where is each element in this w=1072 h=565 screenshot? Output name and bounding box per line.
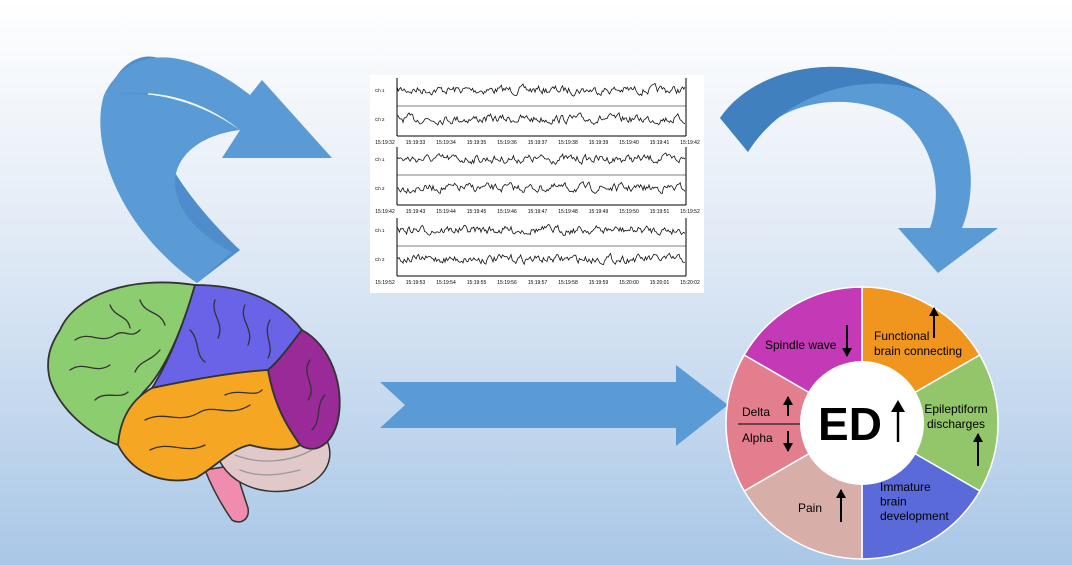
eeg-time-label: 15:19:32 bbox=[375, 140, 395, 146]
eeg-channel-label: Ch 2 bbox=[375, 257, 385, 262]
delta-arrow-up-icon bbox=[783, 396, 793, 416]
eeg-trace bbox=[396, 82, 686, 97]
wheel-segment-delta-alpha bbox=[725, 353, 864, 493]
pain-arrow-up-icon bbox=[836, 489, 846, 522]
eeg-trace bbox=[396, 152, 686, 166]
eeg-time-label: 15:19:47 bbox=[528, 209, 548, 215]
eeg-panel: Ch 1 Ch 2 15:19:32 15:19:33 15:19:34 15:19:35… bbox=[370, 75, 704, 293]
eeg-trace bbox=[396, 181, 686, 195]
eeg-time-label: 15:19:42 bbox=[680, 140, 700, 146]
eeg-time-label: 15:19:51 bbox=[650, 209, 670, 215]
segment-label-functional: brain connecting bbox=[874, 344, 962, 358]
eeg-channel-label: Ch 1 bbox=[375, 157, 385, 162]
curved-arrow-brain-to-eeg bbox=[100, 56, 332, 284]
eeg-time-label: 15:19:50 bbox=[619, 209, 639, 215]
eeg-time-label: 15:20:01 bbox=[650, 280, 670, 286]
segment-label-alpha: Alpha bbox=[742, 431, 773, 445]
segment-label-epileptiform: discharges bbox=[927, 417, 985, 431]
eeg-time-label: 15:19:54 bbox=[436, 280, 456, 286]
eeg-row: Ch 1 Ch 2 15:19:42 15:19:43 15:19:44 15:19:45… bbox=[375, 147, 700, 215]
eeg-time-label: 15:19:57 bbox=[528, 280, 548, 286]
segment-label-functional: Functional bbox=[874, 329, 929, 343]
eeg-channel-label: Ch 2 bbox=[375, 186, 385, 191]
curved-arrow-eeg-to-wheel bbox=[720, 66, 998, 274]
eeg-time-label: 15:19:58 bbox=[558, 280, 578, 286]
eeg-time-label: 15:19:55 bbox=[467, 280, 487, 286]
eeg-channel-label: Ch 2 bbox=[375, 117, 385, 122]
eeg-time-label: 15:19:44 bbox=[436, 209, 456, 215]
segment-label-epileptiform: Epileptiform bbox=[924, 402, 987, 416]
eeg-time-label: 15:19:59 bbox=[589, 280, 609, 286]
eeg-row: Ch 1 Ch 2 15:19:52 15:19:53 15:19:54 15:19:55… bbox=[375, 218, 700, 286]
eeg-channel-label: Ch 1 bbox=[375, 88, 385, 93]
alpha-arrow-down-icon bbox=[783, 431, 793, 452]
eeg-time-label: 15:19:37 bbox=[528, 140, 548, 146]
eeg-time-label: 15:19:53 bbox=[406, 280, 426, 286]
eeg-time-label: 15:19:40 bbox=[619, 140, 639, 146]
eeg-time-label: 15:19:33 bbox=[406, 140, 426, 146]
eeg-time-label: 15:19:49 bbox=[589, 209, 609, 215]
brain-temporal-lobe bbox=[117, 369, 302, 482]
eeg-time-label: 15:19:52 bbox=[680, 209, 700, 215]
eeg-time-label: 15:20:02 bbox=[680, 280, 700, 286]
brain-illustration bbox=[47, 281, 341, 523]
straight-arrow-brain-to-wheel bbox=[380, 365, 728, 446]
segment-label-delta: Delta bbox=[742, 405, 770, 419]
eeg-time-label: 15:19:35 bbox=[467, 140, 487, 146]
eeg-time-label: 15:19:45 bbox=[467, 209, 487, 215]
eeg-time-label: 15:19:42 bbox=[375, 209, 395, 215]
epileptiform-arrow-up-icon bbox=[973, 433, 983, 466]
wheel-center-arrow-up-icon bbox=[891, 400, 905, 442]
wheel-segment-epileptiform bbox=[860, 353, 999, 493]
eeg-time-label: 15:19:39 bbox=[589, 140, 609, 146]
segment-label-immature: brain bbox=[880, 495, 907, 509]
eeg-trace bbox=[396, 224, 686, 237]
segment-label-immature: development bbox=[880, 509, 949, 523]
eeg-time-label: 15:19:52 bbox=[375, 280, 395, 286]
eeg-row: Ch 1 Ch 2 15:19:32 15:19:33 15:19:34 15:19:35… bbox=[375, 78, 700, 146]
eeg-time-label: 15:19:46 bbox=[497, 209, 517, 215]
eeg-time-label: 15:19:41 bbox=[650, 140, 670, 146]
wheel-center bbox=[800, 361, 924, 485]
eeg-time-label: 15:19:48 bbox=[558, 209, 578, 215]
segment-label-spindle: Spindle wave bbox=[765, 338, 837, 352]
segment-label-immature: Immature bbox=[880, 480, 931, 494]
functional-arrow-up-icon bbox=[929, 307, 939, 338]
eeg-channel-label: Ch 1 bbox=[375, 228, 385, 233]
eeg-time-label: 15:19:36 bbox=[497, 140, 517, 146]
eeg-time-label: 15:19:34 bbox=[436, 140, 456, 146]
eeg-trace bbox=[396, 252, 686, 266]
eeg-time-label: 15:20:00 bbox=[619, 280, 639, 286]
eeg-time-label: 15:19:43 bbox=[406, 209, 426, 215]
eeg-time-label: 15:19:38 bbox=[558, 140, 578, 146]
spindle-arrow-down-icon bbox=[842, 325, 852, 357]
segment-label-pain: Pain bbox=[798, 501, 822, 515]
wheel-center-label: ED bbox=[818, 398, 882, 450]
eeg-time-label: 15:19:56 bbox=[497, 280, 517, 286]
eeg-trace bbox=[396, 111, 686, 126]
